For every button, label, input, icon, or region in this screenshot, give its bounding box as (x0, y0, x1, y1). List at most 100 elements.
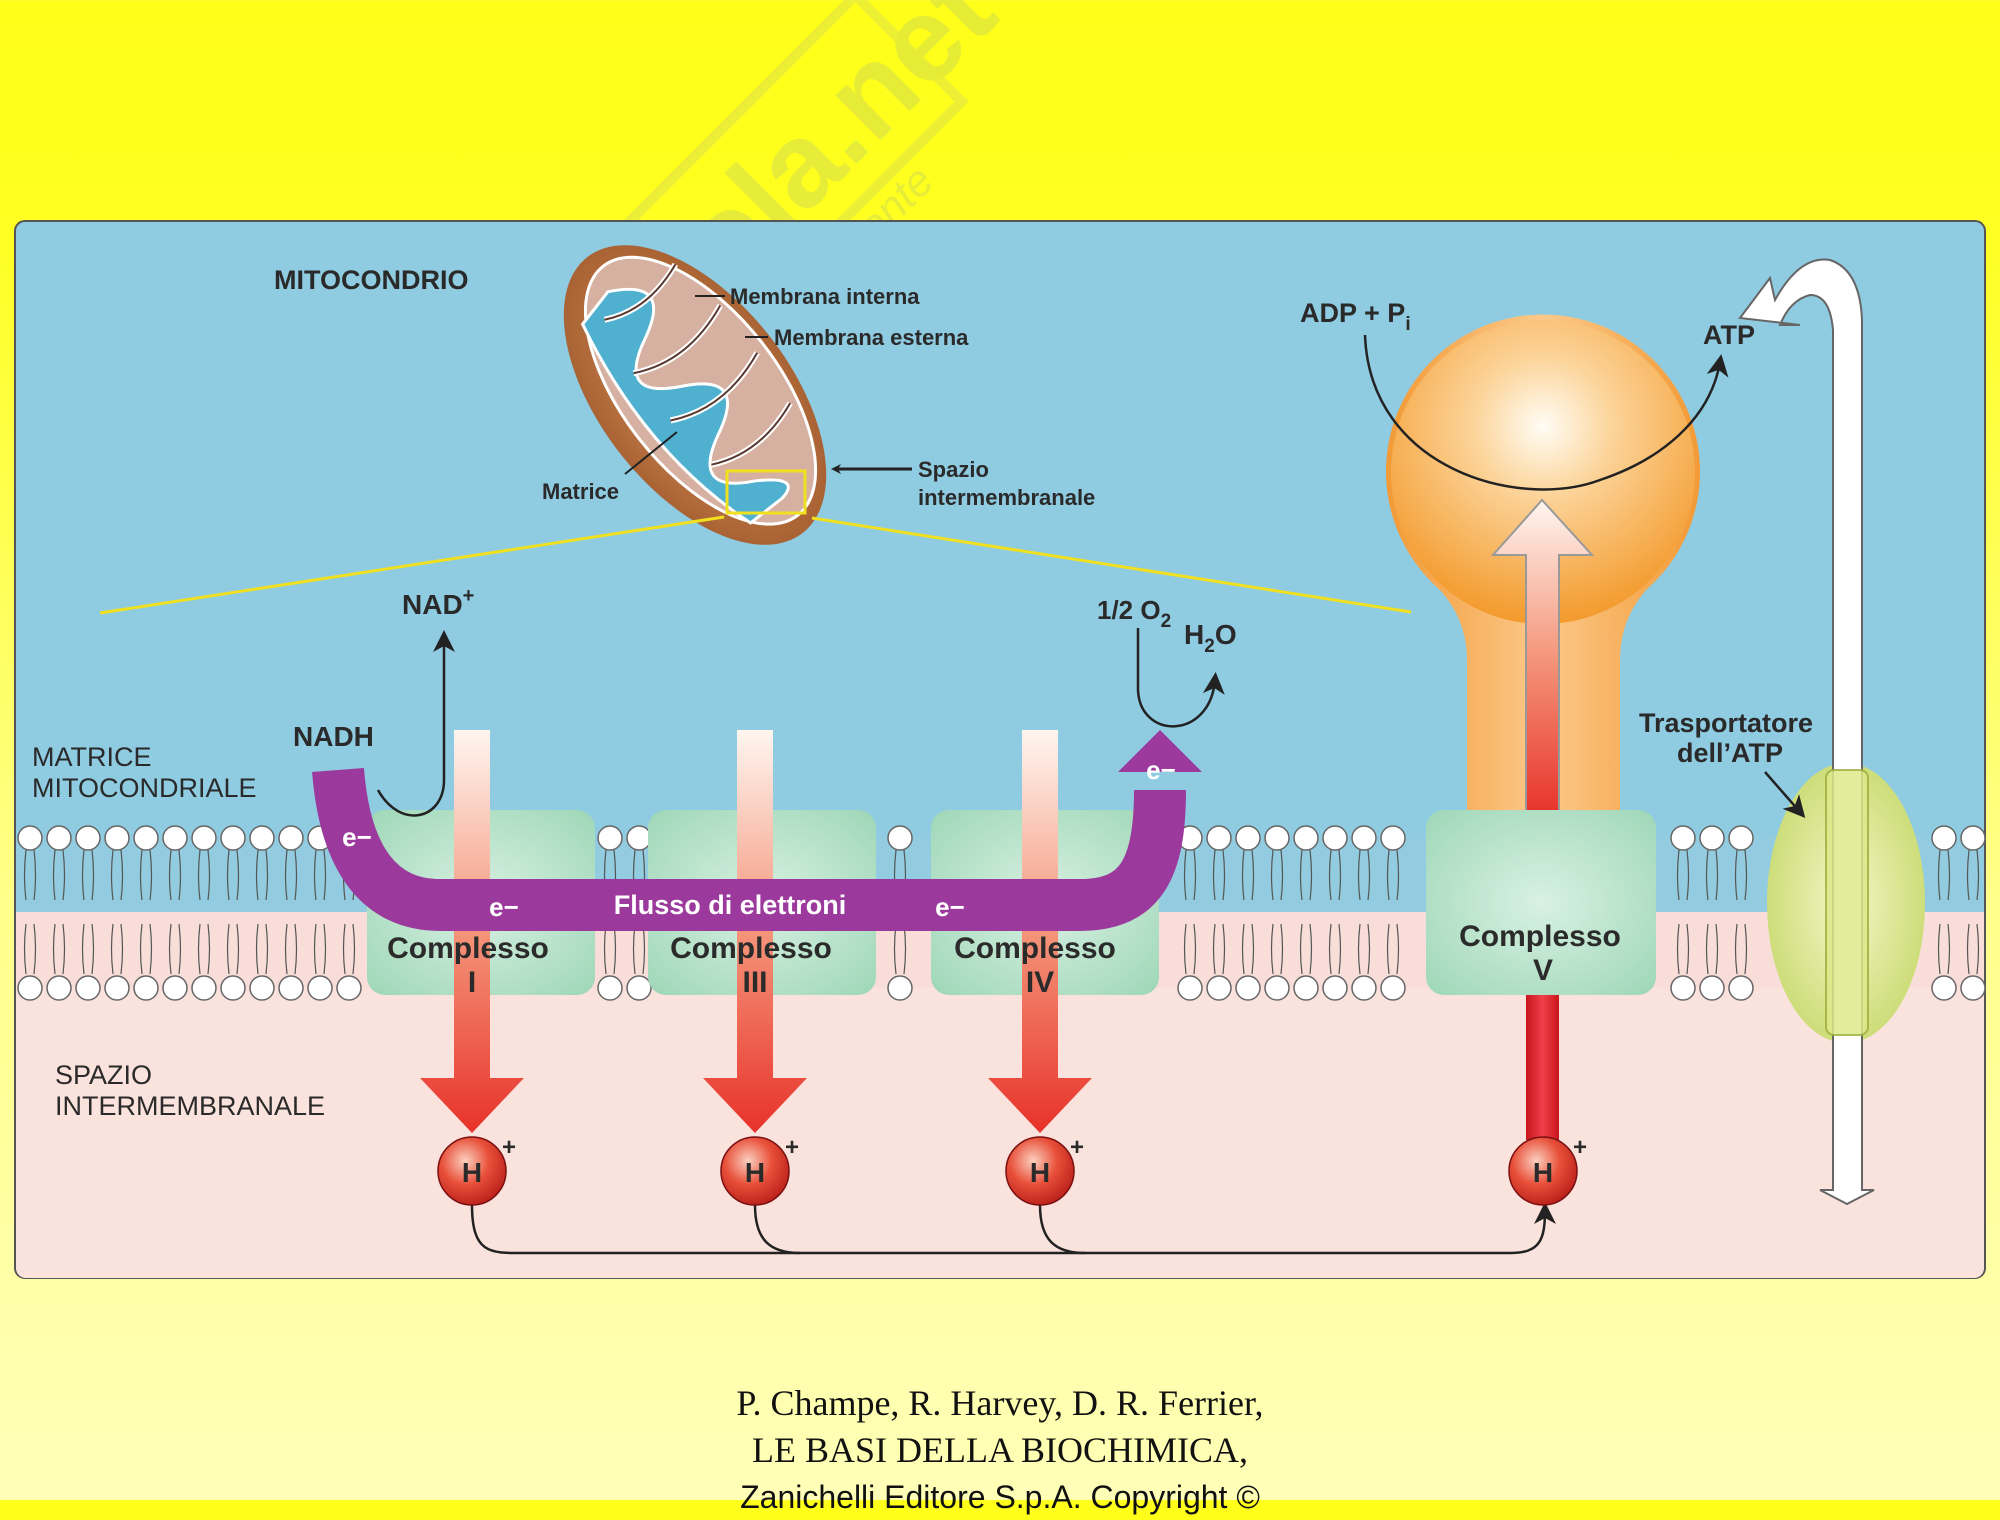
lipid-head (191, 825, 217, 851)
matrix-region-label-1: MATRICE (32, 742, 152, 772)
o2-text: 1/2 O (1097, 595, 1161, 625)
transporter-label-1: Trasportatore (1639, 708, 1813, 738)
lipid-tails (52, 849, 66, 975)
electron-label-4: e− (1146, 755, 1176, 785)
lipid-head (249, 825, 275, 851)
electron-flow-label: Flusso di elettroni (614, 890, 847, 920)
lipid-head (597, 975, 623, 1001)
mitochondrion-title: MITOCONDRIO (274, 265, 469, 295)
matrix-label: Matrice (542, 479, 619, 504)
lipid-head (1380, 825, 1406, 851)
proton-pump-arrow (988, 730, 1092, 1133)
lipid-head (17, 825, 43, 851)
oxygen-label: 1/2 O2 (1097, 595, 1171, 632)
lipid-tails (1270, 849, 1284, 975)
lipid-head (133, 825, 159, 851)
lipid-tails (1386, 849, 1400, 975)
lipid-head (220, 825, 246, 851)
lipid-tails (139, 849, 153, 975)
lipid-head (887, 825, 913, 851)
ims-region-label-2: INTERMEMBRANALE (55, 1091, 325, 1121)
complex-iv-number: IV (1026, 966, 1054, 999)
ims-region-label-1: SPAZIO (55, 1060, 152, 1090)
proton-charge: + (785, 1134, 799, 1161)
lipid-tails (1966, 849, 1980, 975)
inner-membrane-label: Membrana interna (730, 284, 920, 309)
complex-i-number: I (468, 966, 476, 999)
complex-v-label: Complesso (1459, 920, 1621, 953)
adp-sub: i (1405, 314, 1410, 335)
lipid-tails (1241, 849, 1255, 975)
lipid-head (278, 975, 304, 1001)
nad-sup: + (463, 585, 475, 607)
lipid-head (1293, 975, 1319, 1001)
lipid-head (1699, 975, 1725, 1001)
proton-charge: + (1573, 1134, 1587, 1161)
lipid-tails (1357, 849, 1371, 975)
outer-membrane-label: Membrana esterna (774, 325, 969, 350)
electron-label-1: e− (342, 822, 372, 852)
nadh-to-nad-arrow (376, 630, 455, 817)
transporter-pointer-arrow (1764, 771, 1806, 819)
adp-label: ADP + Pi (1300, 298, 1411, 335)
zoom-line-right (811, 516, 1412, 614)
adp-text: ADP + P (1300, 298, 1405, 328)
matrix-leader (624, 431, 678, 475)
transporter-label-2: dell’ATP (1677, 738, 1783, 768)
nad-label: NAD+ (402, 585, 474, 620)
adp-to-atp-arrow (1363, 334, 1729, 491)
lipid-tails (1328, 849, 1342, 975)
complex-iv-label: Complesso (954, 932, 1116, 965)
lipid-head (1206, 825, 1232, 851)
lipid-tails (1212, 849, 1226, 975)
protons: H+H+H+H+ (437, 1134, 1587, 1206)
proton-ball (437, 1136, 507, 1206)
h2o-sub: 2 (1204, 636, 1215, 657)
lipid-head (17, 975, 43, 1001)
o2-sub: 2 (1161, 611, 1172, 632)
atp-transporter (1738, 258, 1925, 1206)
matrix-region-label-2: MITOCONDRIALE (32, 773, 257, 803)
lipid-head (1931, 825, 1957, 851)
lipid-tails (168, 849, 182, 975)
lipid-head (162, 825, 188, 851)
lipid-tails (603, 849, 617, 975)
lipid-head (1235, 825, 1261, 851)
proton-pump-arrow (703, 730, 807, 1133)
lipid-head (162, 975, 188, 1001)
lipid-tails (1183, 849, 1197, 975)
lipid-head (1699, 825, 1725, 851)
complex-iii-number: III (742, 966, 767, 999)
electron-flow-arrowhead (1118, 730, 1202, 772)
lipid-head (133, 975, 159, 1001)
lipid-head (626, 975, 652, 1001)
zoom-line-left (99, 515, 725, 615)
lipid-head (1177, 975, 1203, 1001)
lipid-head (1206, 975, 1232, 1001)
lipid-head (597, 825, 623, 851)
ims-label-line1: Spazio (918, 457, 989, 482)
lipid-head (191, 975, 217, 1001)
atp-synthase-head (1391, 320, 1695, 624)
lipid-tails (255, 849, 269, 975)
lipid-tails (1734, 849, 1748, 975)
nad-text: NAD (402, 589, 463, 620)
citation-line-1: P. Champe, R. Harvey, D. R. Ferrier, (736, 1383, 1264, 1423)
lipid-head (307, 975, 333, 1001)
lipid-head (104, 975, 130, 1001)
lipid-tails (313, 849, 327, 975)
atp-label: ATP (1703, 320, 1755, 350)
lipid-head (1960, 975, 1986, 1001)
complex-v-box (1426, 810, 1656, 995)
proton-pump-arrows (420, 730, 1092, 1133)
atp-synthase (1386, 314, 1700, 1140)
lipid-head (46, 975, 72, 1001)
citation-line-2: LE BASI DELLA BIOCHIMICA, (752, 1430, 1248, 1470)
proton-return-branches (753, 1204, 1086, 1255)
lipid-head (1293, 825, 1319, 851)
lipid-head (75, 825, 101, 851)
lipid-tails (1937, 849, 1951, 975)
lipid-head (336, 975, 362, 1001)
lipid-tails (1705, 849, 1719, 975)
